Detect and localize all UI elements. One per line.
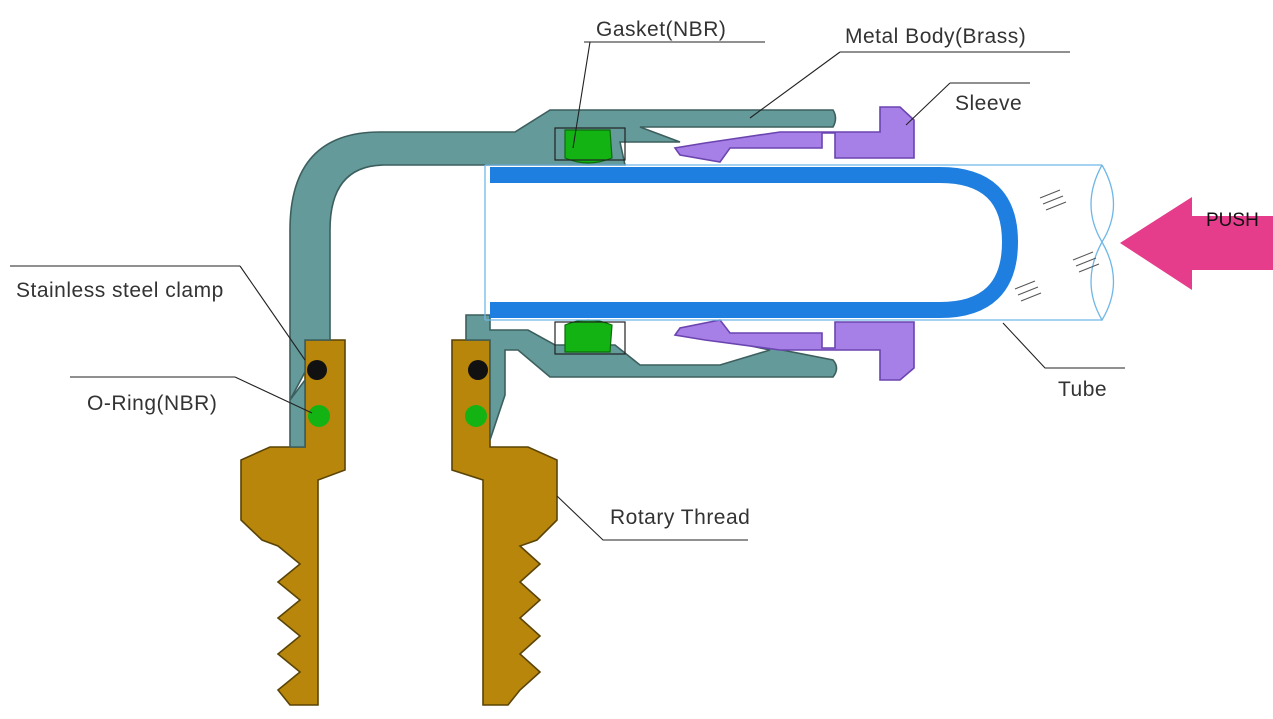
- sleeve-label: Sleeve: [955, 92, 1022, 115]
- clamp-right: [468, 360, 488, 380]
- tube-end-ellipse: [1090, 164, 1115, 322]
- metal-body-label: Metal Body(Brass): [845, 25, 1026, 48]
- oring-right: [465, 405, 487, 427]
- oring-left: [308, 405, 330, 427]
- clamp-label: Stainless steel clamp: [16, 279, 224, 302]
- push-label: PUSH: [1206, 210, 1259, 231]
- gasket-label: Gasket(NBR): [596, 18, 726, 41]
- metal-body-left-lower: [289, 377, 306, 448]
- rotary-thread-right: [451, 339, 558, 706]
- gasket-upper: [564, 129, 613, 164]
- metal-body-upper: [289, 109, 837, 401]
- push-arrow: [1120, 197, 1273, 290]
- gasket-lower: [564, 319, 613, 353]
- sleeve-lower: [673, 319, 915, 381]
- tube-outline: [484, 164, 1102, 321]
- rotary-thread-left: [240, 339, 346, 706]
- oring-label: O-Ring(NBR): [87, 392, 217, 415]
- tube-wall: [490, 167, 1019, 318]
- clamp-left: [307, 360, 327, 380]
- gasket-lower-seat: [554, 321, 626, 355]
- sleeve-upper: [673, 106, 915, 163]
- rotary-thread-label: Rotary Thread: [610, 506, 750, 529]
- leader-lines: [10, 41, 1125, 541]
- gasket-upper-seat: [554, 127, 626, 161]
- tube-shading-marks: [1014, 189, 1100, 302]
- tube-label: Tube: [1058, 378, 1107, 401]
